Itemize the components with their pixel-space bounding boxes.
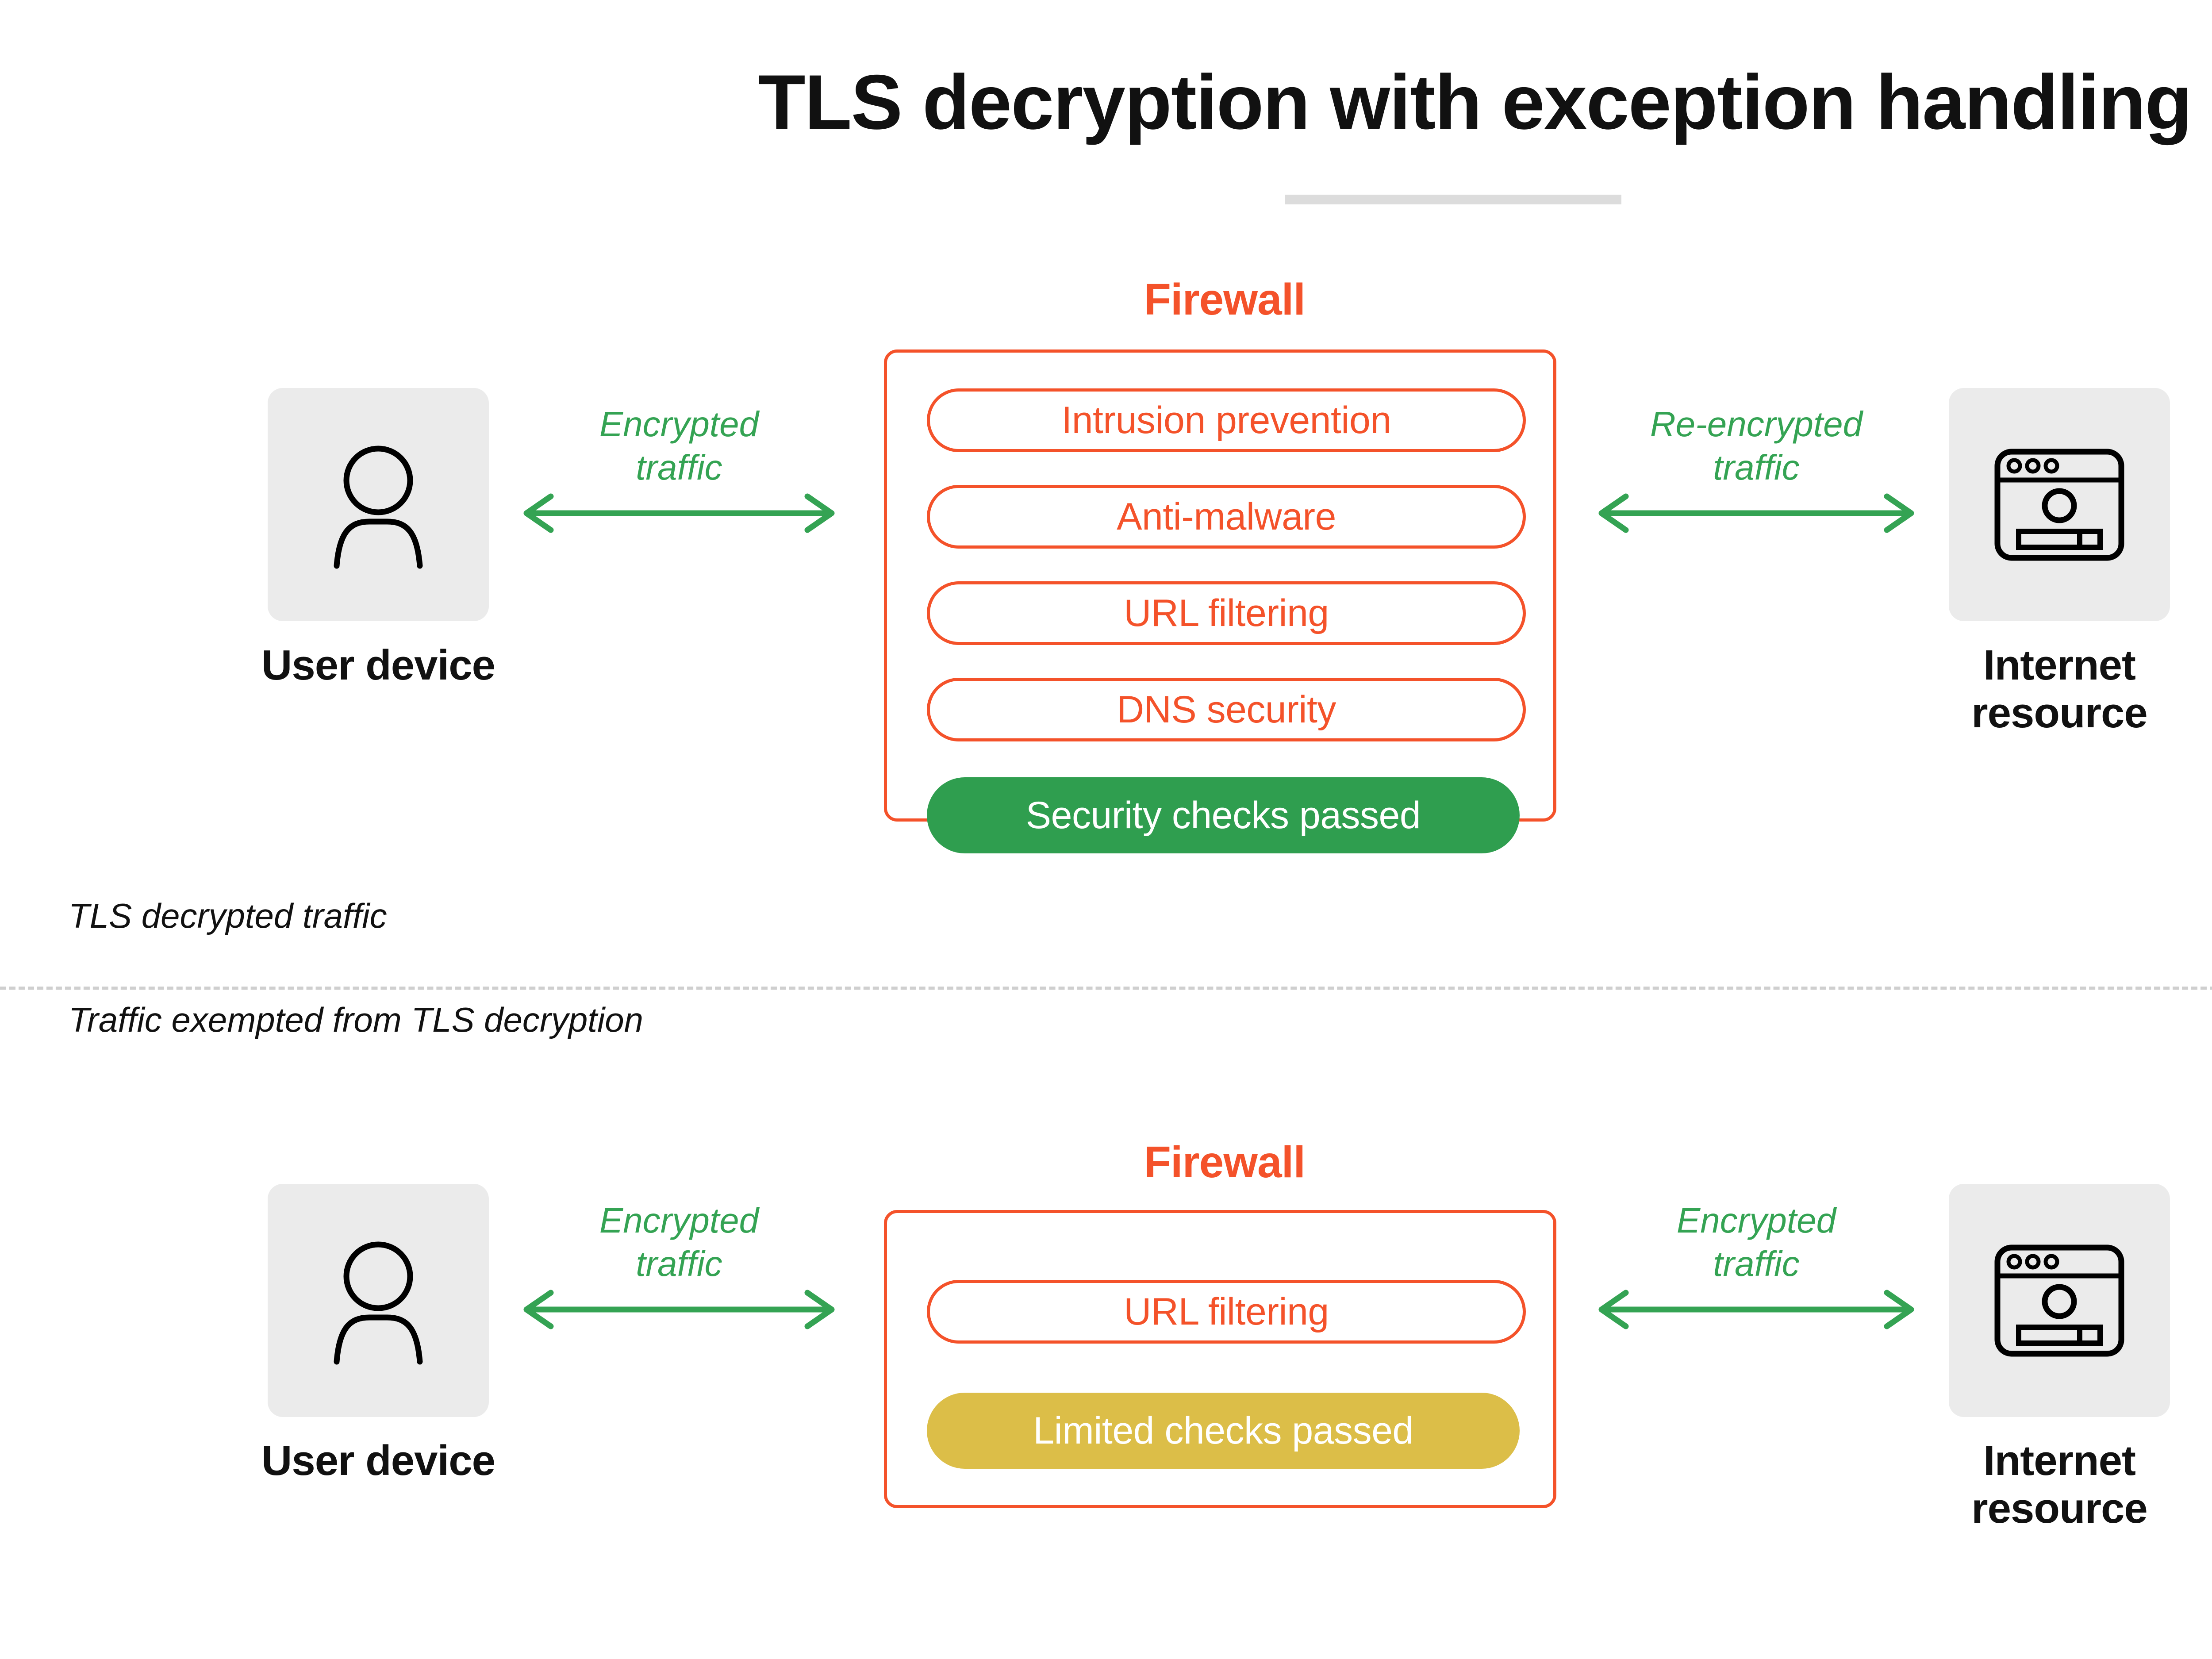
double-headed-arrow-icon xyxy=(523,493,835,533)
left-traffic-label-row1: Encrypted traffic xyxy=(515,403,843,489)
user-person-icon xyxy=(334,445,423,568)
left-traffic-label-row2: Encrypted traffic xyxy=(515,1199,843,1285)
right-traffic-label-row2: Encrypted traffic xyxy=(1579,1199,1933,1285)
user-device-label-row2: User device xyxy=(261,1437,495,1484)
status-badge-row1: Security checks passed xyxy=(927,777,1520,853)
left-traffic-line1-row2: Encrypted xyxy=(599,1201,759,1240)
left-traffic-line1-row1: Encrypted xyxy=(599,404,759,444)
zone-divider xyxy=(0,987,2212,990)
zone-label-lower: Traffic exempted from TLS decryption xyxy=(69,1000,644,1039)
right-traffic-label-row1: Re-encrypted traffic xyxy=(1579,403,1933,489)
firewall-check-pill-4-row1[interactable]: DNS security xyxy=(927,678,1526,741)
right-traffic-line2-row1: traffic xyxy=(1713,447,1800,487)
firewall-title-row1: Firewall xyxy=(1144,275,1306,324)
user-person-icon xyxy=(334,1241,423,1364)
right-traffic-line2-row2: traffic xyxy=(1713,1244,1800,1283)
user-device-icon-box-row1 xyxy=(268,388,489,621)
firewall-box-row2 xyxy=(884,1210,1556,1508)
right-traffic-line1-row2: Encrypted xyxy=(1676,1201,1836,1240)
zone-label-upper: TLS decrypted traffic xyxy=(69,896,387,935)
firewall-check-pill-2-row1[interactable]: Anti-malware xyxy=(927,485,1526,549)
double-headed-arrow-icon xyxy=(1598,1290,1914,1329)
double-headed-arrow-icon xyxy=(1598,493,1914,533)
internet-label-line1-row2: Internet xyxy=(1983,1437,2136,1484)
firewall-check-pill-1-row2[interactable]: URL filtering xyxy=(927,1280,1526,1344)
internet-resource-label-row2: Internet resource xyxy=(1927,1437,2192,1532)
page-title: TLS decryption with exception handling xyxy=(758,59,2192,146)
firewall-check-pill-3-row1[interactable]: URL filtering xyxy=(927,581,1526,645)
internet-resource-label-row1: Internet resource xyxy=(1927,641,2192,737)
left-traffic-line2-row2: traffic xyxy=(636,1244,722,1283)
internet-resource-icon-box-row1 xyxy=(1949,388,2170,621)
right-arrow-row1 xyxy=(1593,491,1920,538)
firewall-title-row2: Firewall xyxy=(1144,1137,1306,1187)
right-arrow-row2 xyxy=(1593,1287,1920,1334)
internet-label-line2-row1: resource xyxy=(1971,689,2148,737)
browser-window-icon xyxy=(1994,1244,2124,1356)
user-device-icon-box-row2 xyxy=(268,1184,489,1417)
firewall-check-pill-1-row1[interactable]: Intrusion prevention xyxy=(927,388,1526,452)
double-headed-arrow-icon xyxy=(523,1290,835,1329)
right-traffic-line1-row1: Re-encrypted xyxy=(1650,404,1863,444)
left-arrow-row1 xyxy=(518,491,841,538)
left-arrow-row2 xyxy=(518,1287,841,1334)
browser-window-icon xyxy=(1994,449,2124,561)
title-underline-rule xyxy=(1285,195,1621,204)
left-traffic-line2-row1: traffic xyxy=(636,447,722,487)
status-badge-row2: Limited checks passed xyxy=(927,1393,1520,1469)
internet-label-line2-row2: resource xyxy=(1971,1484,2148,1532)
user-device-label-row1: User device xyxy=(261,641,495,689)
internet-label-line1-row1: Internet xyxy=(1983,641,2136,689)
internet-resource-icon-box-row2 xyxy=(1949,1184,2170,1417)
